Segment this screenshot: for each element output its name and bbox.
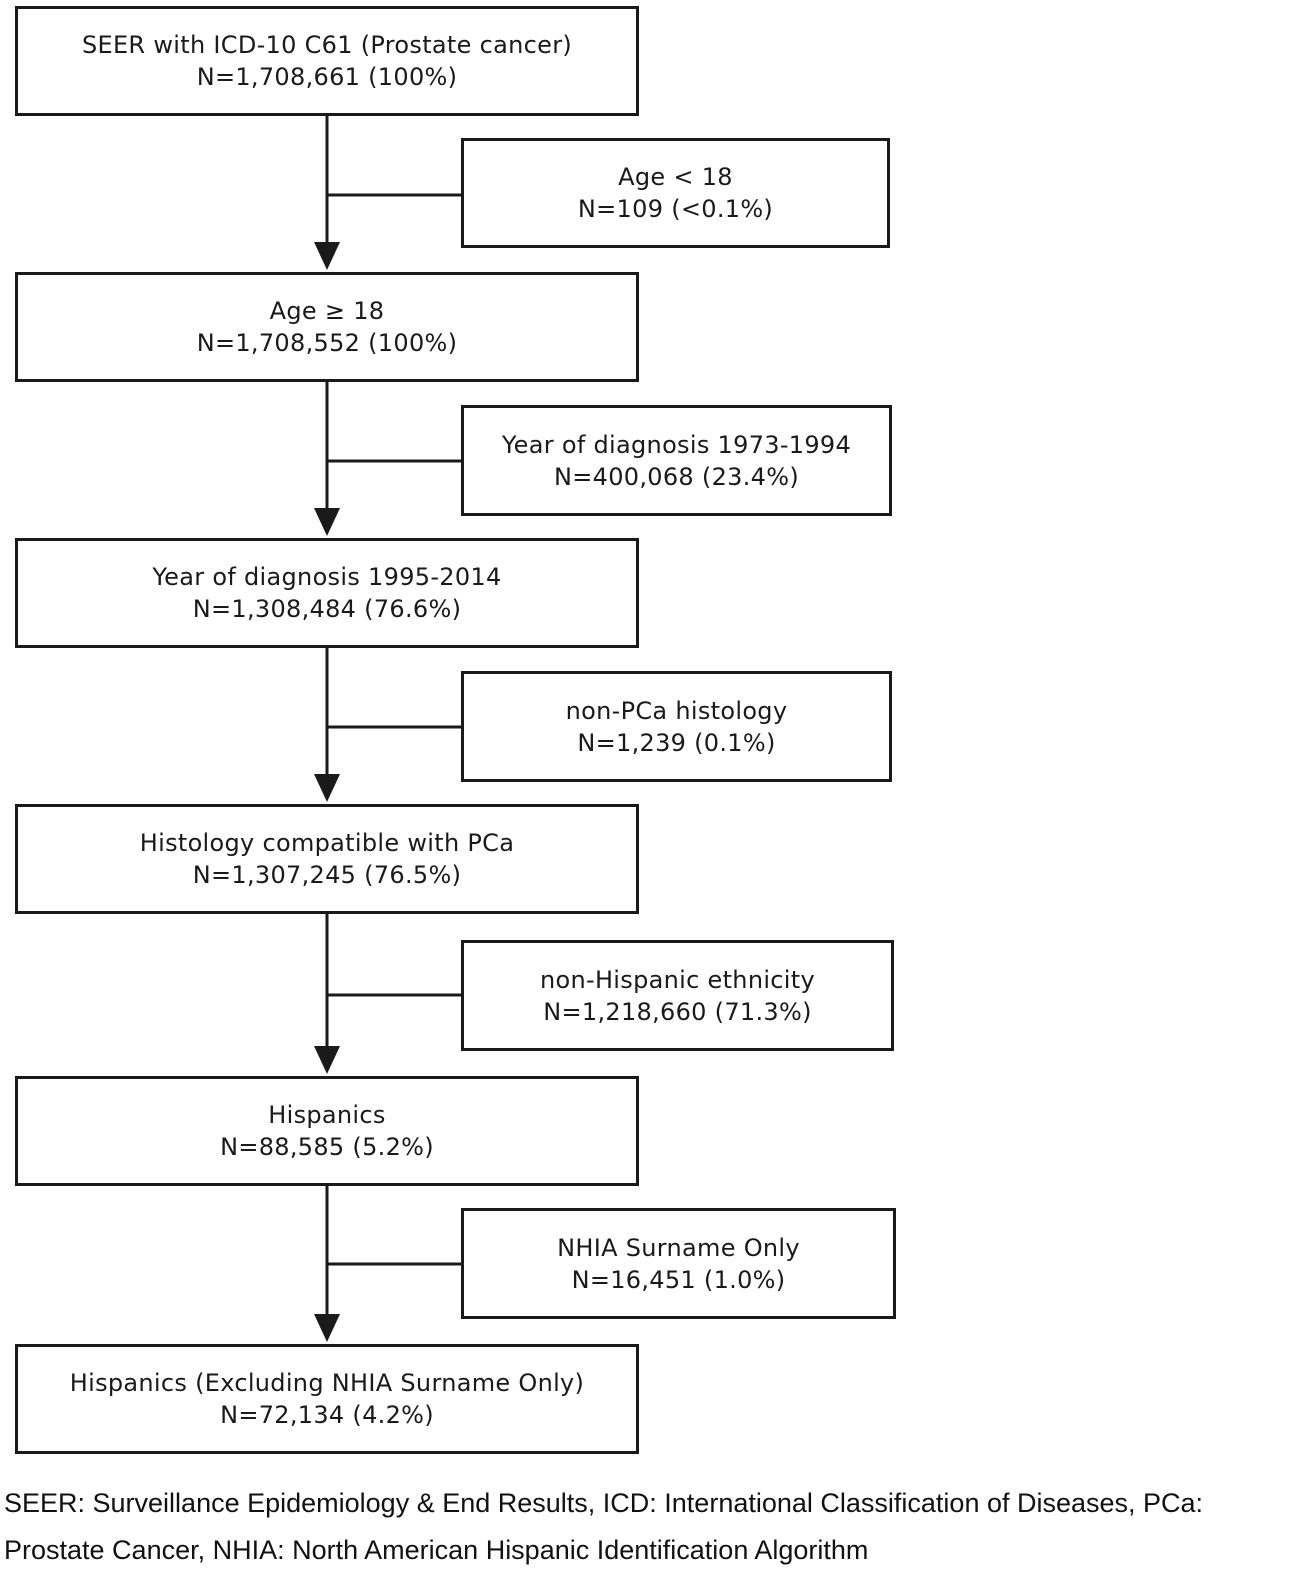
arrowhead-4	[314, 1314, 340, 1342]
box-label: SEER with ICD-10 C61 (Prostate cancer)	[81, 31, 573, 59]
box-hispanics: Hispanics N=88,585 (5.2%)	[15, 1076, 639, 1186]
box-label: Hispanics (Excluding NHIA Surname Only)	[69, 1369, 585, 1397]
box-count: N=16,451 (1.0%)	[571, 1265, 786, 1294]
arrowhead-2	[314, 774, 340, 802]
box-seer-icd10: SEER with ICD-10 C61 (Prostate cancer) N…	[15, 6, 639, 116]
box-count: N=72,134 (4.2%)	[220, 1401, 434, 1429]
arrowhead-0	[314, 242, 340, 270]
arrowhead-3	[314, 1046, 340, 1074]
box-exclusion-non-hispanic: non-Hispanic ethnicity N=1,218,660 (71.3…	[461, 940, 894, 1051]
box-count: N=400,068 (23.4%)	[553, 462, 799, 491]
box-year-1995-2014: Year of diagnosis 1995-2014 N=1,308,484 …	[15, 538, 639, 648]
arrowhead-1	[314, 508, 340, 536]
box-count: N=88,585 (5.2%)	[220, 1133, 434, 1161]
box-label: NHIA Surname Only	[557, 1233, 800, 1262]
box-count: N=1,307,245 (76.5%)	[192, 861, 462, 889]
box-label: Year of diagnosis 1973-1994	[501, 430, 852, 459]
box-label: Hispanics	[268, 1101, 386, 1129]
box-histology-compatible: Histology compatible with PCa N=1,307,24…	[15, 804, 639, 914]
box-exclusion-year-1973-1994: Year of diagnosis 1973-1994 N=400,068 (2…	[461, 405, 892, 516]
box-label: non-PCa histology	[565, 696, 788, 725]
box-label: Age ≥ 18	[269, 297, 385, 325]
box-exclusion-age-under-18: Age < 18 N=109 (<0.1%)	[461, 138, 890, 248]
box-age-18-plus: Age ≥ 18 N=1,708,552 (100%)	[15, 272, 639, 382]
box-hispanics-excluding-nhia: Hispanics (Excluding NHIA Surname Only) …	[15, 1344, 639, 1454]
box-label: Histology compatible with PCa	[139, 829, 515, 857]
box-label: Year of diagnosis 1995-2014	[152, 563, 502, 591]
box-count: N=1,218,660 (71.3%)	[543, 997, 812, 1026]
box-count: N=1,308,484 (76.6%)	[192, 595, 462, 623]
box-label: Age < 18	[618, 163, 733, 191]
footnote: SEER: Surveillance Epidemiology & End Re…	[4, 1488, 1204, 1565]
box-label: non-Hispanic ethnicity	[540, 965, 815, 994]
box-count: N=1,708,552 (100%)	[196, 329, 458, 357]
box-count: N=1,708,661 (100%)	[196, 63, 458, 91]
box-count: N=1,239 (0.1%)	[577, 728, 776, 757]
box-count: N=109 (<0.1%)	[577, 195, 774, 223]
box-exclusion-nhia-surname-only: NHIA Surname Only N=16,451 (1.0%)	[461, 1208, 896, 1319]
box-exclusion-non-pca-histology: non-PCa histology N=1,239 (0.1%)	[461, 671, 892, 782]
